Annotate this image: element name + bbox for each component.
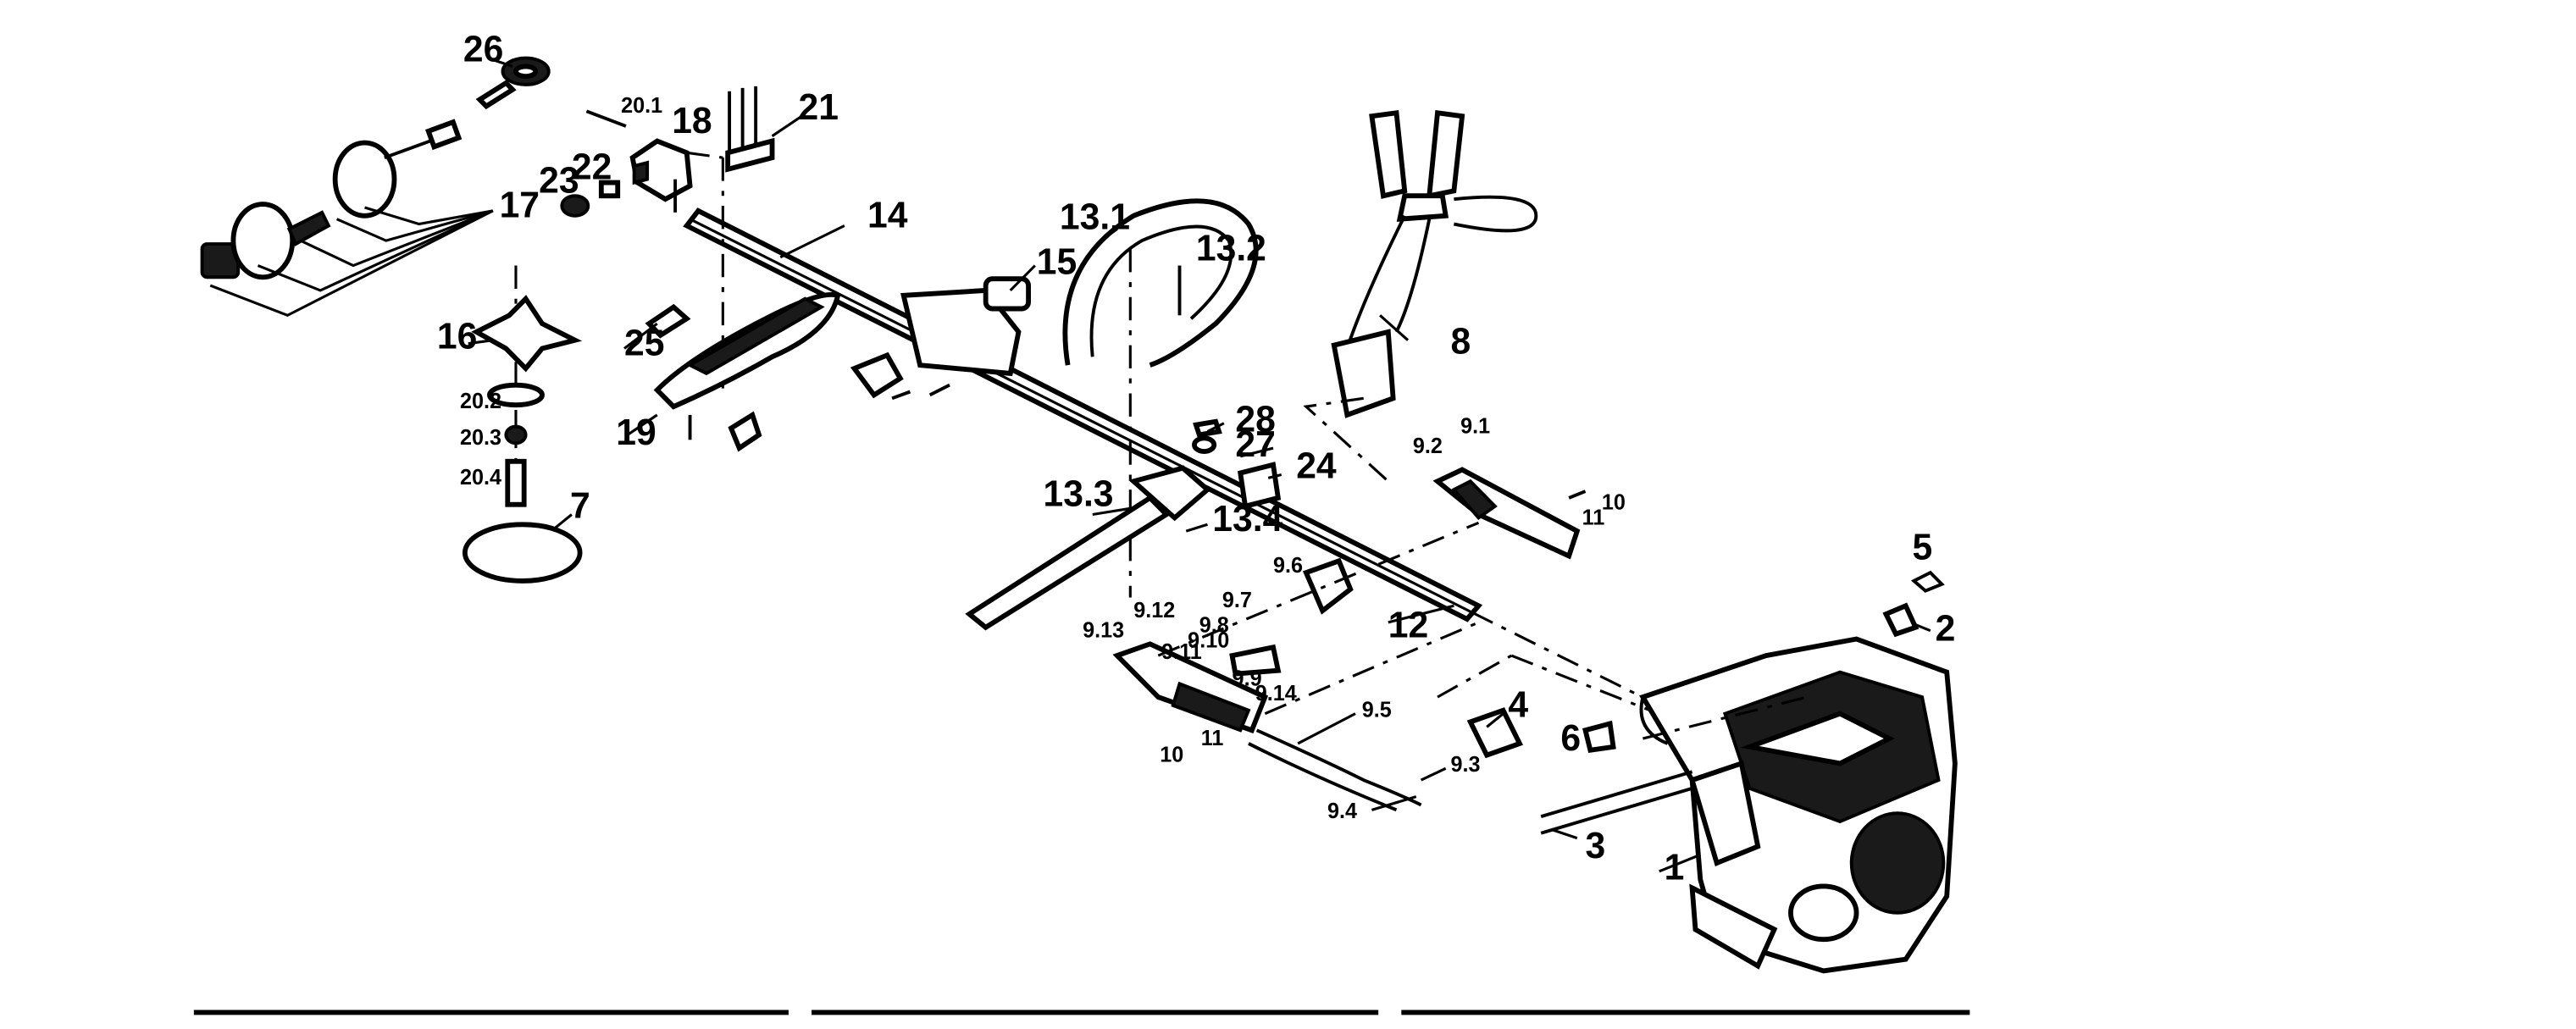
clip-6 xyxy=(1582,720,1616,754)
handle-bar xyxy=(965,465,1211,631)
callout-20-1: 20.1 xyxy=(621,94,662,118)
callout-9-10: 9.10 xyxy=(1188,628,1229,652)
callout-9-3: 9.3 xyxy=(1451,753,1481,777)
callout-9-11: 9.11 xyxy=(1161,640,1202,664)
shaft-centerline xyxy=(1471,611,1676,716)
leader-lines xyxy=(468,114,1931,873)
callout-9-6: 9.6 xyxy=(1273,554,1303,578)
callout-16: 16 xyxy=(437,316,477,357)
spring xyxy=(286,210,331,246)
trimmer-housing xyxy=(332,140,397,219)
callout-10-upper: 10 xyxy=(1602,491,1626,515)
callout-9-2: 9.2 xyxy=(1413,434,1443,458)
callout-13-1: 13.1 xyxy=(1060,196,1130,237)
drive-shaft xyxy=(683,207,1483,622)
callout-9-13: 9.13 xyxy=(1083,618,1124,642)
callout-12: 12 xyxy=(1388,605,1428,645)
callout-23: 23 xyxy=(539,160,579,201)
callout-9-8: 9.8 xyxy=(1199,614,1229,638)
throttle-handle-upper xyxy=(1432,467,1587,560)
callout-2: 2 xyxy=(1936,608,1956,649)
clip xyxy=(1192,435,1217,454)
callout-13-3: 13.3 xyxy=(1044,474,1114,515)
callout-1: 1 xyxy=(1665,847,1685,888)
guide-line-1 xyxy=(1157,521,1480,657)
callout-21: 21 xyxy=(799,87,839,128)
callout-7: 7 xyxy=(570,485,590,526)
callout-9-5: 9.5 xyxy=(1362,698,1392,722)
clamp xyxy=(1237,462,1282,510)
tube xyxy=(1437,654,1701,759)
callout-9-14: 9.14 xyxy=(1255,682,1297,705)
wrench-part xyxy=(475,56,551,110)
callout-8: 8 xyxy=(1451,321,1471,362)
trimmer-head-assembly xyxy=(200,119,494,318)
callout-9-1: 9.1 xyxy=(1460,414,1490,438)
coupling xyxy=(850,276,1031,401)
throttle-handle-lower xyxy=(1112,641,1422,812)
callout-13-4: 13.4 xyxy=(1212,499,1282,539)
callout-labels: 1 2 3 4 5 6 7 8 9.1 9.2 9.3 9.4 9.5 9.6 … xyxy=(437,29,1955,888)
screw xyxy=(1193,418,1222,438)
callout-9-9: 9.9 xyxy=(1233,667,1262,690)
callout-18: 18 xyxy=(672,101,712,141)
callout-22: 22 xyxy=(572,147,612,187)
blade xyxy=(471,265,583,507)
callout-11-lower: 11 xyxy=(1201,727,1224,750)
gearbox xyxy=(629,86,775,399)
trimmer-spool xyxy=(230,202,296,280)
callout-9-4: 9.4 xyxy=(1327,799,1357,823)
throttle-cover xyxy=(1302,557,1354,615)
nut-20-3 xyxy=(504,424,528,445)
washer-20-2 xyxy=(487,382,545,408)
guard xyxy=(645,291,841,452)
harness xyxy=(1303,109,1538,483)
callout-14: 14 xyxy=(867,195,908,235)
engine xyxy=(1540,570,1958,974)
callout-4: 4 xyxy=(1508,684,1528,725)
pin xyxy=(585,109,627,128)
callout-20-2: 20.2 xyxy=(460,390,501,413)
bearing xyxy=(560,194,590,218)
callout-20-4: 20.4 xyxy=(460,466,501,490)
callout-19: 19 xyxy=(616,412,656,453)
callout-10-lower: 10 xyxy=(1160,743,1183,766)
ring xyxy=(462,522,583,584)
callout-6: 6 xyxy=(1560,718,1581,759)
callout-24: 24 xyxy=(1296,445,1337,486)
callout-15: 15 xyxy=(1037,241,1077,282)
callout-28: 28 xyxy=(1235,399,1275,440)
callout-20-3: 20.3 xyxy=(460,426,501,450)
sleeve-20-4 xyxy=(505,458,527,507)
callout-27: 27 xyxy=(1235,424,1275,465)
callout-13-2: 13.2 xyxy=(1196,228,1266,268)
callout-25: 25 xyxy=(624,323,664,363)
callout-26: 26 xyxy=(463,29,503,69)
callout-17: 17 xyxy=(500,185,540,226)
callout-9-12: 9.12 xyxy=(1133,599,1175,622)
callout-9-7: 9.7 xyxy=(1222,589,1252,612)
callout-11-upper: 11 xyxy=(1582,506,1605,529)
guide-line-2 xyxy=(1264,621,1480,716)
callout-3: 3 xyxy=(1586,826,1606,866)
washer xyxy=(598,180,621,199)
loop-handle xyxy=(1062,198,1259,598)
callout-5: 5 xyxy=(1912,527,1932,567)
